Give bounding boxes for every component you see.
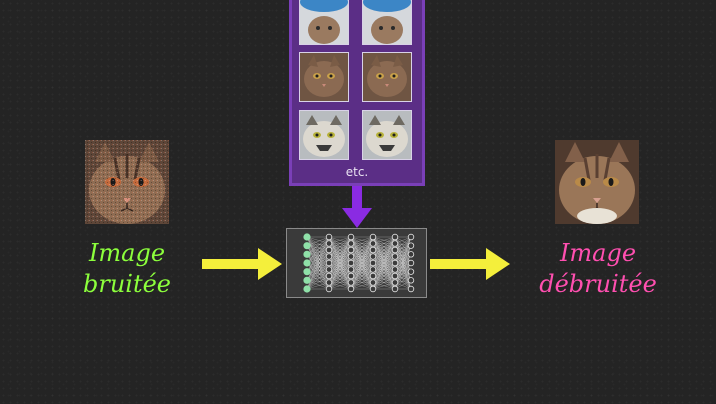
network-node	[369, 285, 377, 293]
input-arrow-icon	[202, 248, 282, 280]
training-pair-1-noisy	[299, 0, 349, 45]
network-node	[347, 246, 355, 254]
network-node	[347, 272, 355, 280]
network-node	[391, 266, 399, 273]
panel-caption: etc.	[345, 165, 369, 179]
network-node	[391, 233, 399, 241]
network-input-node	[303, 242, 311, 250]
network-node	[347, 240, 355, 247]
network-node	[407, 242, 415, 249]
network-node	[369, 233, 377, 241]
network-node	[325, 266, 333, 273]
neural-network-icon	[286, 228, 427, 298]
output-label-line2: débruitée	[539, 270, 657, 298]
training-pair-1-clean	[362, 0, 412, 45]
network-node	[391, 259, 399, 267]
network-node	[369, 240, 377, 247]
network-node	[325, 253, 333, 260]
network-node	[369, 272, 377, 280]
output-label-line1: Image	[559, 239, 637, 267]
network-node	[391, 272, 399, 280]
network-node	[347, 253, 355, 260]
network-node	[325, 279, 333, 286]
network-node	[369, 259, 377, 267]
network-input-node	[303, 268, 311, 276]
training-pair-2-noisy	[299, 52, 349, 102]
network-node	[407, 285, 415, 293]
network-node	[347, 279, 355, 286]
network-input-node	[303, 233, 311, 241]
network-node	[325, 259, 333, 267]
network-input-node	[303, 250, 311, 258]
network-node	[325, 240, 333, 247]
network-node	[347, 266, 355, 273]
input-label-line2: bruitée	[82, 270, 172, 298]
network-node	[369, 266, 377, 273]
network-node	[391, 240, 399, 247]
network-node	[325, 285, 333, 293]
output-label: Image débruitée	[536, 238, 660, 300]
input-label-line1: Image	[88, 239, 166, 267]
network-node	[391, 285, 399, 293]
network-node	[391, 246, 399, 254]
output-denoised-image	[555, 140, 639, 224]
input-label: Image bruitée	[70, 238, 184, 300]
network-node	[407, 277, 415, 284]
network-node	[325, 272, 333, 280]
network-input-node	[303, 259, 311, 267]
training-pair-3-clean	[362, 110, 412, 160]
training-pair-3-noisy	[299, 110, 349, 160]
network-node	[407, 268, 415, 275]
network-node	[369, 253, 377, 260]
output-arrow-icon	[430, 248, 510, 280]
network-node	[369, 246, 377, 254]
network-input-node	[303, 285, 311, 293]
network-node	[391, 253, 399, 260]
network-node	[347, 285, 355, 293]
network-node	[325, 246, 333, 254]
network-node	[347, 233, 355, 241]
network-node	[407, 251, 415, 258]
network-node	[325, 233, 333, 241]
network-node	[407, 233, 415, 241]
down-arrow-icon	[342, 186, 372, 228]
training-pair-2-clean	[362, 52, 412, 102]
network-node	[391, 279, 399, 286]
network-node	[369, 279, 377, 286]
input-noisy-image	[85, 140, 169, 224]
network-node	[347, 259, 355, 267]
network-input-node	[303, 276, 311, 284]
network-node	[407, 259, 415, 267]
training-examples-panel: etc.	[289, 0, 425, 186]
